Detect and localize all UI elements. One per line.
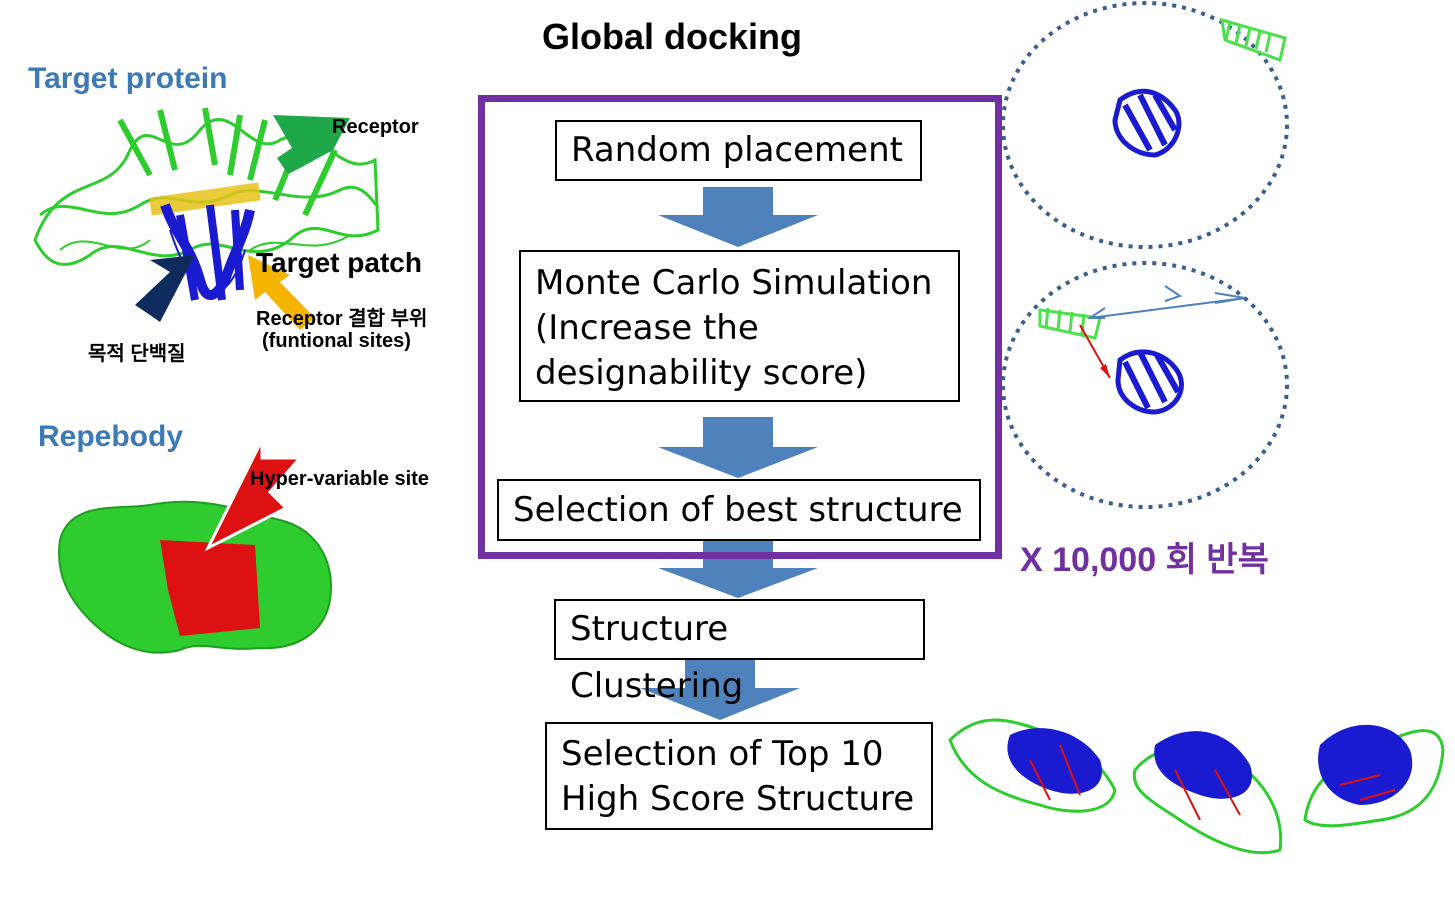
step-random-placement: Random placement [555,120,922,181]
docking-circle-montecarlo [1001,261,1289,509]
step-monte-carlo-line1: Monte Carlo Simulation [535,263,933,303]
flow-arrow-1 [658,187,818,247]
target-arrow-navy [135,255,195,322]
flow-arrow-3 [658,538,818,598]
result-structure-2 [1132,731,1283,855]
step-clustering-text: Structure Clustering [570,609,744,706]
flow-arrow-2 [658,417,818,478]
step-select-top10-line1: Selection of Top 10 [561,734,884,774]
step-clustering: Structure Clustering [554,599,925,706]
result-structure-1 [948,718,1117,813]
step-select-top10-line2: High Score Structure [561,779,915,819]
receptor-label: Receptor [332,116,419,138]
repeat-loop-frame [478,95,1002,559]
receptor-arrow [273,115,350,174]
target-patch-arrow-orange [248,255,315,330]
target-patch-label: Target patch [256,247,422,278]
target-protein-structure [33,107,380,301]
receptor-site-label: Receptor 결합 부위 [256,308,428,330]
docking-circle-random [1001,1,1289,249]
flow-arrow-4 [640,660,800,720]
step-select-best-text: Selection of best structure [513,490,963,530]
step-monte-carlo: Monte Carlo Simulation (Increase the des… [519,250,960,402]
repebody-label: Repebody [38,420,184,453]
target-korean-label: 목적 단백질 [88,343,186,365]
target-protein-label: Target protein [28,62,228,95]
repebody-structure [58,439,332,654]
step-select-best: Selection of best structure [497,479,981,541]
result-structure-3 [1303,724,1445,828]
repeat-count-label: X 10,000 회 반복 [1020,541,1269,579]
functional-sites-label: (funtional sites) [262,330,411,352]
hypervariable-site-label: Hyper-variable site [250,468,429,490]
step-random-placement-text: Random placement [571,130,903,170]
step-select-top10: Selection of Top 10 High Score Structure [545,722,933,830]
step-monte-carlo-line3: designability score) [535,353,868,393]
step-monte-carlo-line2: (Increase the [535,308,759,348]
